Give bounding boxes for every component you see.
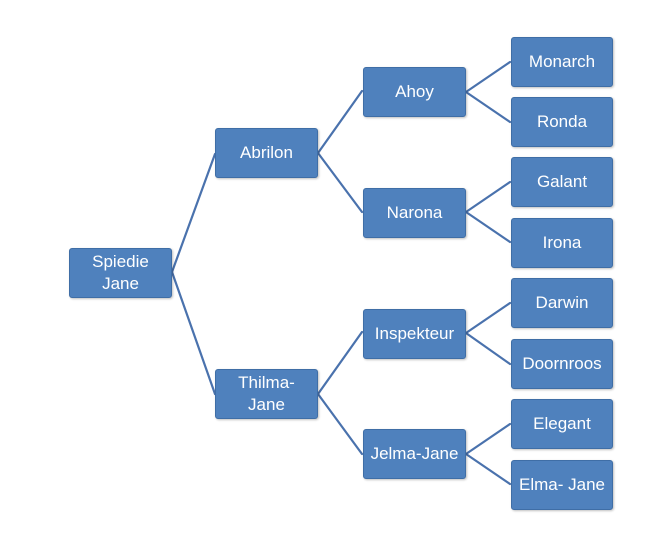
connector-root-parent-1 (170, 152, 217, 274)
node-grandparent-1: Ahoy (363, 67, 466, 117)
node-great-grandparent-6: Doornroos (511, 339, 613, 389)
node-great-grandparent-7: Elegant (511, 399, 613, 449)
node-parent-1: Abrilon (215, 128, 318, 178)
node-grandparent-3: Inspekteur (363, 309, 466, 359)
connector-gp2-ggp3 (464, 180, 512, 214)
node-grandparent-4: Jelma-Jane (363, 429, 466, 479)
node-great-grandparent-4: Irona (511, 218, 613, 268)
node-great-grandparent-3: Galant (511, 157, 613, 207)
connector-gp4-ggp8 (464, 452, 512, 486)
node-great-grandparent-1: Monarch (511, 37, 613, 87)
node-grandparent-2: Narona (363, 188, 466, 238)
connector-parent2-gp3 (316, 330, 364, 396)
connector-gp1-ggp2 (464, 90, 512, 124)
connector-gp3-ggp5 (464, 301, 512, 335)
node-parent-2: Thilma- Jane (215, 369, 318, 419)
node-great-grandparent-2: Ronda (511, 97, 613, 147)
connector-gp3-ggp6 (464, 331, 512, 366)
connector-root-parent-2 (170, 270, 217, 396)
connector-gp1-ggp1 (464, 60, 512, 94)
connector-parent2-gp4 (316, 392, 364, 456)
connector-parent1-gp1 (316, 89, 364, 155)
node-great-grandparent-5: Darwin (511, 278, 613, 328)
node-root: Spiedie Jane (69, 248, 172, 298)
node-great-grandparent-8: Elma- Jane (511, 460, 613, 510)
connector-gp4-ggp7 (464, 422, 512, 456)
connector-gp2-ggp4 (464, 210, 512, 244)
connector-parent1-gp2 (316, 151, 364, 214)
